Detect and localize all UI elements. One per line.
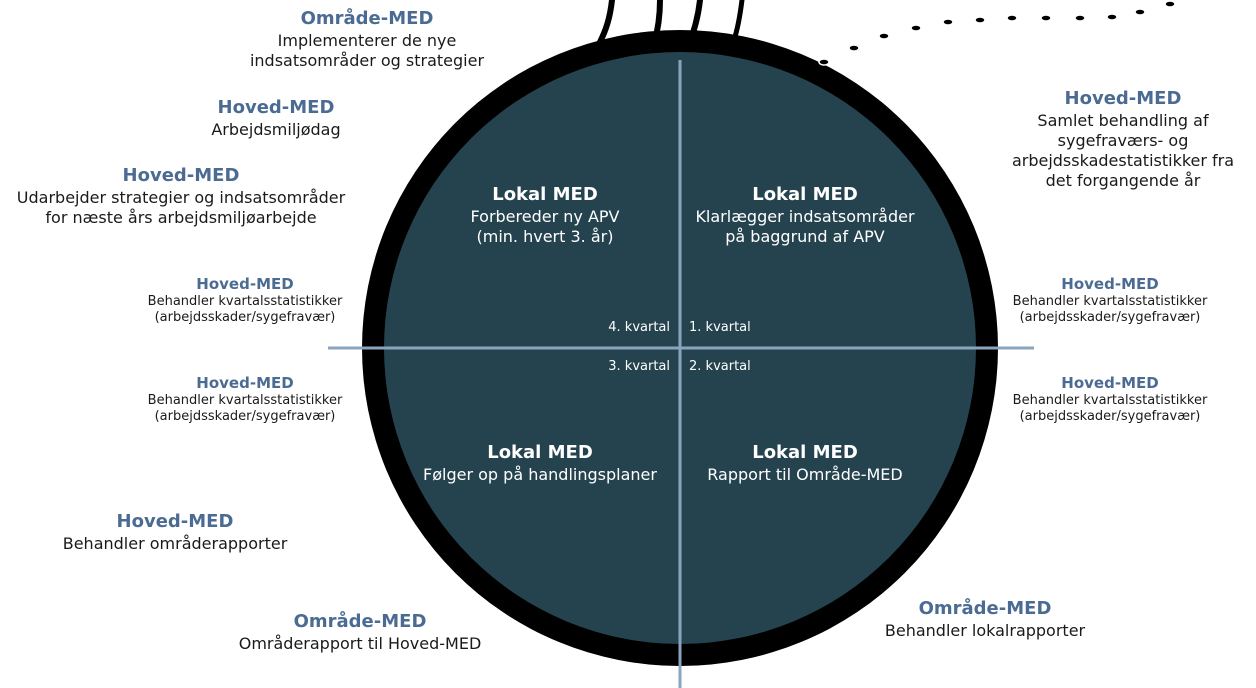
note-hoved-left-lower: Hoved-MED Behandler kvartalsstatistikker… bbox=[120, 374, 370, 425]
dotted-trail-icon bbox=[818, 0, 1176, 66]
note-omrade-bottom-left: Område-MED Områderapport til Hoved-MED bbox=[220, 611, 500, 654]
note-line: Behandler kvartalsstatistikker bbox=[1012, 392, 1208, 408]
note-line: Behandler kvartalsstatistikker bbox=[147, 293, 343, 309]
note-line: Behandler kvartalsstatistikker bbox=[147, 392, 343, 408]
note-line: for næste års arbejdsmiljøarbejde bbox=[45, 207, 317, 227]
note-line: Implementerer de nye bbox=[277, 30, 457, 50]
note-line: Behandler kvartalsstatistikker bbox=[1012, 293, 1208, 309]
horse-legs-icon bbox=[597, 0, 745, 47]
note-title: Hoved-MED bbox=[217, 97, 335, 118]
quadrant-3-line1: Følger op på handlingsplaner bbox=[423, 464, 657, 484]
note-title: Område-MED bbox=[918, 598, 1052, 619]
quadrant-2-title: Lokal MED bbox=[752, 442, 858, 463]
quarter-3-label: 3. kvartal bbox=[608, 359, 670, 374]
note-hoved-omraderapporter: Hoved-MED Behandler områderapporter bbox=[40, 511, 310, 554]
quadrant-4-title: Lokal MED bbox=[492, 184, 598, 205]
note-line: sygefraværs- og bbox=[1057, 130, 1189, 150]
note-line: Samlet behandling af bbox=[1037, 110, 1209, 130]
quadrant-4-text: Lokal MED Forbereder ny APV (min. hvert … bbox=[410, 184, 680, 247]
quadrant-1-line1: Klarlægger indsatsområder bbox=[695, 206, 915, 226]
note-hoved-right-lower: Hoved-MED Behandler kvartalsstatistikker… bbox=[990, 374, 1230, 425]
note-line: indsatsområder og strategier bbox=[249, 50, 485, 70]
note-omrade-top: Område-MED Implementerer de nye indsatso… bbox=[242, 8, 492, 71]
note-hoved-arbejdsmiljodag: Hoved-MED Arbejdsmiljødag bbox=[176, 97, 376, 140]
quadrant-2-line1: Rapport til Område-MED bbox=[707, 464, 903, 484]
note-line: (arbejdsskader/sygefravær) bbox=[1019, 310, 1201, 325]
note-line: (arbejdsskader/sygefravær) bbox=[154, 310, 336, 325]
note-line: Behandler områderapporter bbox=[62, 533, 288, 553]
note-hoved-strategier: Hoved-MED Udarbejder strategier og indsa… bbox=[0, 165, 362, 228]
note-line: (arbejdsskader/sygefravær) bbox=[154, 409, 336, 424]
quadrant-4-line2: (min. hvert 3. år) bbox=[476, 226, 614, 246]
note-line: Arbejdsmiljødag bbox=[211, 119, 341, 139]
note-title: Hoved-MED bbox=[1064, 88, 1182, 109]
note-title: Hoved-MED bbox=[1061, 374, 1159, 392]
quadrant-3-text: Lokal MED Følger op på handlingsplaner bbox=[400, 442, 680, 485]
note-line: Områderapport til Hoved-MED bbox=[238, 633, 482, 653]
note-title: Hoved-MED bbox=[1061, 275, 1159, 293]
note-hoved-right-upper: Hoved-MED Behandler kvartalsstatistikker… bbox=[990, 275, 1230, 326]
quarter-1-label: 1. kvartal bbox=[689, 320, 751, 335]
quadrant-3-title: Lokal MED bbox=[487, 442, 593, 463]
note-title: Område-MED bbox=[293, 611, 427, 632]
note-line: Behandler lokalrapporter bbox=[884, 620, 1086, 640]
note-hoved-left-upper: Hoved-MED Behandler kvartalsstatistikker… bbox=[120, 275, 370, 326]
note-title: Område-MED bbox=[300, 8, 434, 29]
note-title: Hoved-MED bbox=[116, 511, 234, 532]
note-title: Hoved-MED bbox=[196, 275, 294, 293]
note-title: Hoved-MED bbox=[196, 374, 294, 392]
note-hoved-top-right: Hoved-MED Samlet behandling af sygefravæ… bbox=[990, 88, 1256, 191]
note-line: arbejdsskadestatistikker fra bbox=[1011, 150, 1235, 170]
quarter-2-label: 2. kvartal bbox=[689, 359, 751, 374]
note-line: (arbejdsskader/sygefravær) bbox=[1019, 409, 1201, 424]
note-line: det forgangende år bbox=[1045, 170, 1201, 190]
quadrant-1-title: Lokal MED bbox=[752, 184, 858, 205]
quarter-4-label: 4. kvartal bbox=[608, 320, 670, 335]
note-omrade-bottom-right: Område-MED Behandler lokalrapporter bbox=[860, 598, 1110, 641]
note-title: Hoved-MED bbox=[122, 165, 240, 186]
note-line: Udarbejder strategier og indsatsområder bbox=[16, 187, 346, 207]
quadrant-4-line1: Forbereder ny APV bbox=[470, 206, 620, 226]
quadrant-1-text: Lokal MED Klarlægger indsatsområder på b… bbox=[680, 184, 930, 247]
quadrant-2-text: Lokal MED Rapport til Område-MED bbox=[680, 442, 930, 485]
quadrant-1-line2: på baggrund af APV bbox=[725, 226, 885, 246]
